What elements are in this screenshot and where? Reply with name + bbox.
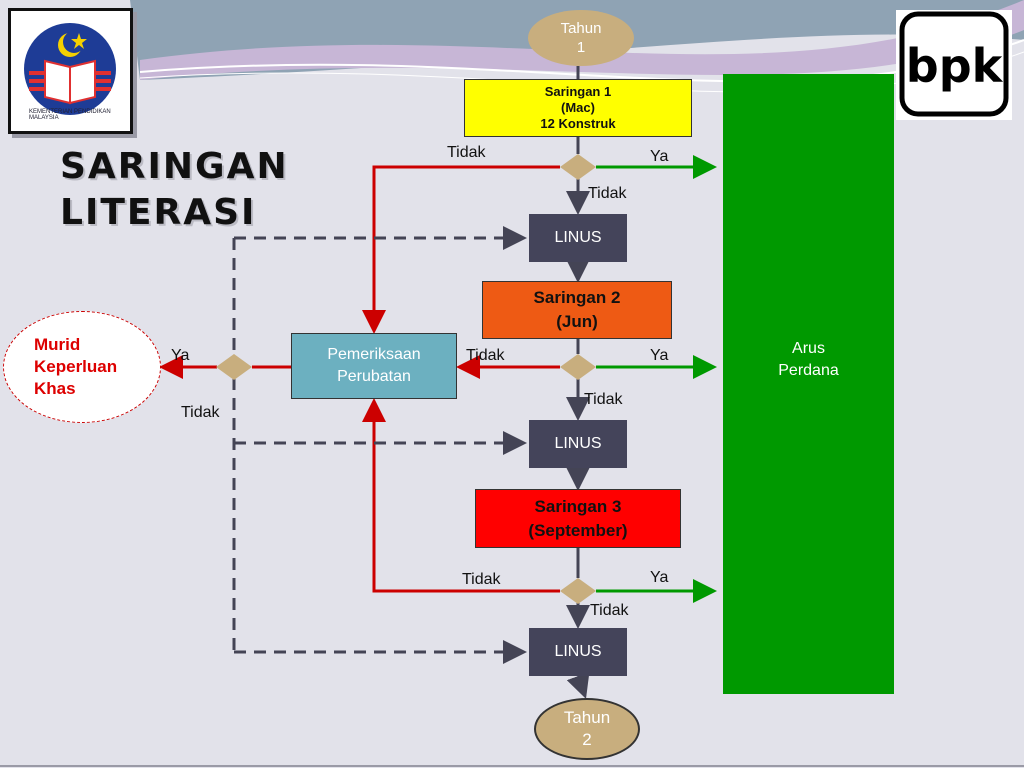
node-linus-1-label: LINUS <box>554 229 602 246</box>
decision-diamond-2 <box>560 354 596 380</box>
page-title-text: SARINGAN LITERASI <box>60 146 289 233</box>
node-linus-3: LINUS <box>529 628 627 676</box>
label-medical-tidak: Tidak <box>181 404 220 421</box>
kpm-logo: KEMENTERIAN PENDIDIKAN MALAYSIA <box>8 8 133 134</box>
node-tahun-2: Tahun 2 <box>534 698 640 760</box>
node-tahun-1: Tahun 1 <box>528 10 634 66</box>
node-linus-2: LINUS <box>529 420 627 468</box>
label-d2-tidak-down: Tidak <box>584 391 623 408</box>
node-linus-2-label: LINUS <box>554 435 602 452</box>
node-linus-1: LINUS <box>529 214 627 262</box>
decision-diamond-medical <box>216 354 252 380</box>
node-tahun-1-label: Tahun 1 <box>560 20 602 56</box>
page-title: SARINGAN LITERASI <box>60 144 289 236</box>
label-medical-ya: Ya <box>171 347 190 364</box>
kpm-emblem-icon <box>24 23 116 115</box>
node-saringan-3: Saringan 3 (September) <box>475 489 681 548</box>
node-saringan-3-label: Saringan 3 (September) <box>528 496 628 540</box>
decision-diamond-3 <box>560 578 596 604</box>
node-arus-label: Arus Perdana <box>778 340 839 379</box>
node-saringan-2-label: Saringan 2 (Jun) <box>533 288 621 331</box>
bpk-logo-icon: bpk <box>899 11 1009 117</box>
decision-diamond-1 <box>560 154 596 180</box>
label-d2-tidak-left: Tidak <box>466 347 505 364</box>
node-pemeriksaan-perubatan: Pemeriksaan Perubatan <box>291 333 457 399</box>
label-d3-tidak-down: Tidak <box>590 602 629 619</box>
label-d3-tidak-left: Tidak <box>462 571 501 588</box>
node-murid-label: Murid Keperluan Khas <box>34 335 118 398</box>
node-saringan-1-label: Saringan 1 (Mac) 12 Konstruk <box>540 84 616 131</box>
label-d1-tidak-down: Tidak <box>588 185 627 202</box>
bpk-logo: bpk <box>896 10 1012 120</box>
label-d1-tidak-left: Tidak <box>447 144 486 161</box>
label-d2-ya: Ya <box>650 347 669 364</box>
node-pemeriksaan-label: Pemeriksaan Perubatan <box>327 346 421 385</box>
edge-d3-pemeriksaan <box>362 398 560 593</box>
kpm-logo-text: KEMENTERIAN PENDIDIKAN MALAYSIA <box>29 109 111 121</box>
label-d1-ya: Ya <box>650 148 669 165</box>
bpk-logo-text: bpk <box>906 39 1004 93</box>
node-linus-3-label: LINUS <box>554 643 602 660</box>
node-tahun-2-label: Tahun 2 <box>563 708 611 749</box>
label-d3-ya: Ya <box>650 569 669 586</box>
node-murid-keperluan-khas: Murid Keperluan Khas <box>3 311 161 423</box>
edge-linus3-end <box>566 672 590 699</box>
edge-d1-pemeriksaan <box>362 165 560 334</box>
node-arus-perdana: Arus Perdana <box>723 74 894 694</box>
node-saringan-1: Saringan 1 (Mac) 12 Konstruk <box>464 79 692 137</box>
node-saringan-2: Saringan 2 (Jun) <box>482 281 672 339</box>
